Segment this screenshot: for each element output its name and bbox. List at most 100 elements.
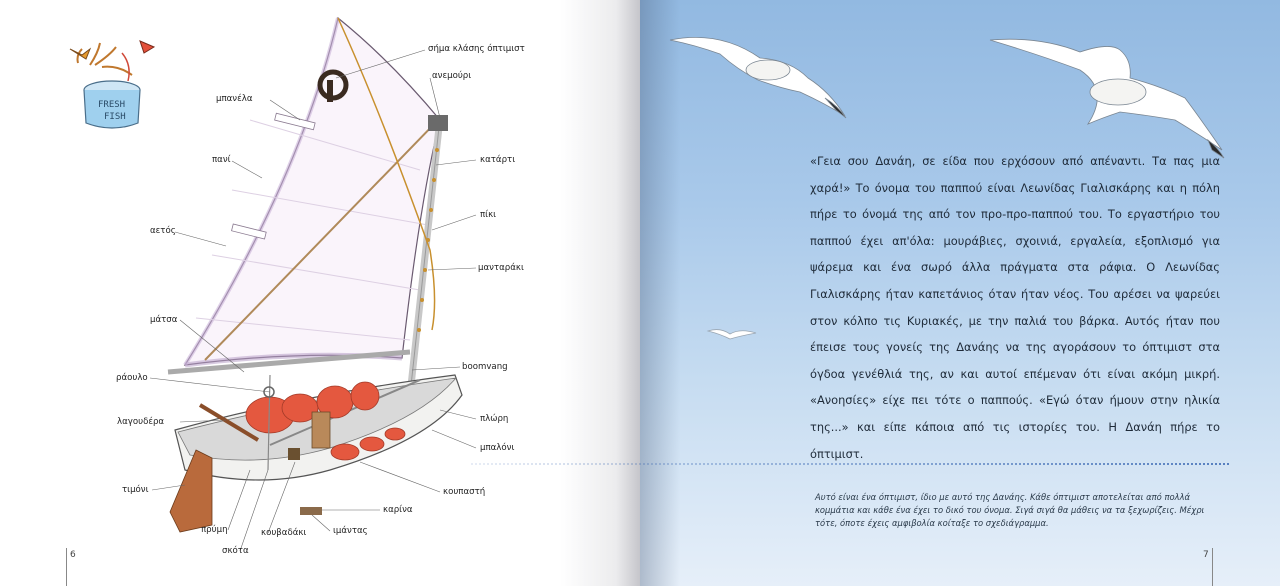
- separator-dot: [815, 463, 817, 465]
- separator-dot: [1187, 463, 1189, 465]
- label-halyard: μανταράκι: [478, 263, 524, 273]
- separator-dot: [707, 463, 709, 465]
- separator-dot: [1195, 463, 1197, 465]
- dotted-separator: [471, 463, 1229, 465]
- separator-dot: [1047, 463, 1049, 465]
- separator-dot: [1151, 463, 1153, 465]
- separator-dot: [603, 463, 605, 465]
- separator-dot: [1035, 463, 1037, 465]
- separator-dot: [907, 463, 909, 465]
- separator-dot: [775, 463, 777, 465]
- separator-dot: [991, 463, 993, 465]
- label-sheet-line: μάτσα: [150, 315, 178, 325]
- separator-dot: [871, 463, 873, 465]
- separator-dot: [695, 463, 697, 465]
- separator-dot: [679, 463, 681, 465]
- separator-dot: [515, 463, 517, 465]
- separator-dot: [987, 463, 989, 465]
- separator-dot: [643, 463, 645, 465]
- separator-dot: [1091, 463, 1093, 465]
- separator-dot: [1043, 463, 1045, 465]
- separator-dot: [1179, 463, 1181, 465]
- label-sail: πανί: [212, 155, 231, 165]
- separator-dot: [583, 463, 585, 465]
- separator-dot: [591, 463, 593, 465]
- separator-dot: [1223, 463, 1225, 465]
- logo-fresh-text: FRESH: [98, 100, 125, 110]
- separator-dot: [703, 463, 705, 465]
- separator-dot: [1071, 463, 1073, 465]
- separator-dot: [675, 463, 677, 465]
- separator-dot: [715, 463, 717, 465]
- right-page: 7: [640, 0, 1280, 586]
- separator-dot: [979, 463, 981, 465]
- separator-dot: [747, 463, 749, 465]
- separator-dot: [519, 463, 521, 465]
- separator-dot: [947, 463, 949, 465]
- separator-dot: [587, 463, 589, 465]
- separator-dot: [655, 463, 657, 465]
- label-boom: ράουλο: [116, 373, 148, 383]
- separator-dot: [727, 463, 729, 465]
- separator-dot: [859, 463, 861, 465]
- separator-dot: [1207, 463, 1209, 465]
- separator-dot: [811, 463, 813, 465]
- seagulls-illustration: [669, 37, 1225, 340]
- separator-dot: [823, 463, 825, 465]
- separator-dot: [507, 463, 509, 465]
- separator-dot: [739, 463, 741, 465]
- separator-dot: [711, 463, 713, 465]
- separator-dot: [1123, 463, 1125, 465]
- separator-dot: [1119, 463, 1121, 465]
- separator-dot: [971, 463, 973, 465]
- separator-dot: [931, 463, 933, 465]
- label-tiller: λαγουδέρα: [117, 417, 165, 427]
- left-page-margin-line: [66, 548, 67, 586]
- separator-dot: [611, 463, 613, 465]
- separator-dot: [939, 463, 941, 465]
- separator-dot: [691, 463, 693, 465]
- separator-dot: [1015, 463, 1017, 465]
- separator-dot: [803, 463, 805, 465]
- separator-dot: [755, 463, 757, 465]
- separator-dot: [1027, 463, 1029, 465]
- separator-dot: [579, 463, 581, 465]
- separator-dot: [759, 463, 761, 465]
- separator-dot: [807, 463, 809, 465]
- separator-dot: [1191, 463, 1193, 465]
- separator-dot: [783, 463, 785, 465]
- separator-dot: [1211, 463, 1213, 465]
- separator-dot: [1175, 463, 1177, 465]
- separator-dot: [963, 463, 965, 465]
- page-number-left: 6: [70, 550, 76, 560]
- separator-dot: [875, 463, 877, 465]
- label-batten: μπανέλα: [216, 94, 253, 104]
- label-mainsheet: σκότα: [222, 546, 249, 556]
- optimist-diagram: [149, 16, 477, 552]
- separator-dot: [863, 463, 865, 465]
- separator-dot: [919, 463, 921, 465]
- separator-dot: [1099, 463, 1101, 465]
- separator-dot: [855, 463, 857, 465]
- separator-dot: [819, 463, 821, 465]
- right-page-margin-line: [1212, 548, 1213, 586]
- label-wind-vane: ανεμούρι: [432, 71, 472, 81]
- separator-dot: [899, 463, 901, 465]
- right-gutter-shadow: [640, 0, 680, 586]
- separator-dot: [723, 463, 725, 465]
- separator-dot: [1055, 463, 1057, 465]
- separator-dot: [1087, 463, 1089, 465]
- seagull-3: [706, 329, 757, 340]
- separator-dot: [771, 463, 773, 465]
- separator-dot: [1051, 463, 1053, 465]
- separator-dot: [1031, 463, 1033, 465]
- separator-dot: [487, 463, 489, 465]
- separator-dot: [903, 463, 905, 465]
- separator-dot: [883, 463, 885, 465]
- separator-dot: [1227, 463, 1229, 465]
- separator-dot: [951, 463, 953, 465]
- separator-dot: [955, 463, 957, 465]
- separator-dot: [1011, 463, 1013, 465]
- separator-dot: [559, 463, 561, 465]
- separator-dot: [531, 463, 533, 465]
